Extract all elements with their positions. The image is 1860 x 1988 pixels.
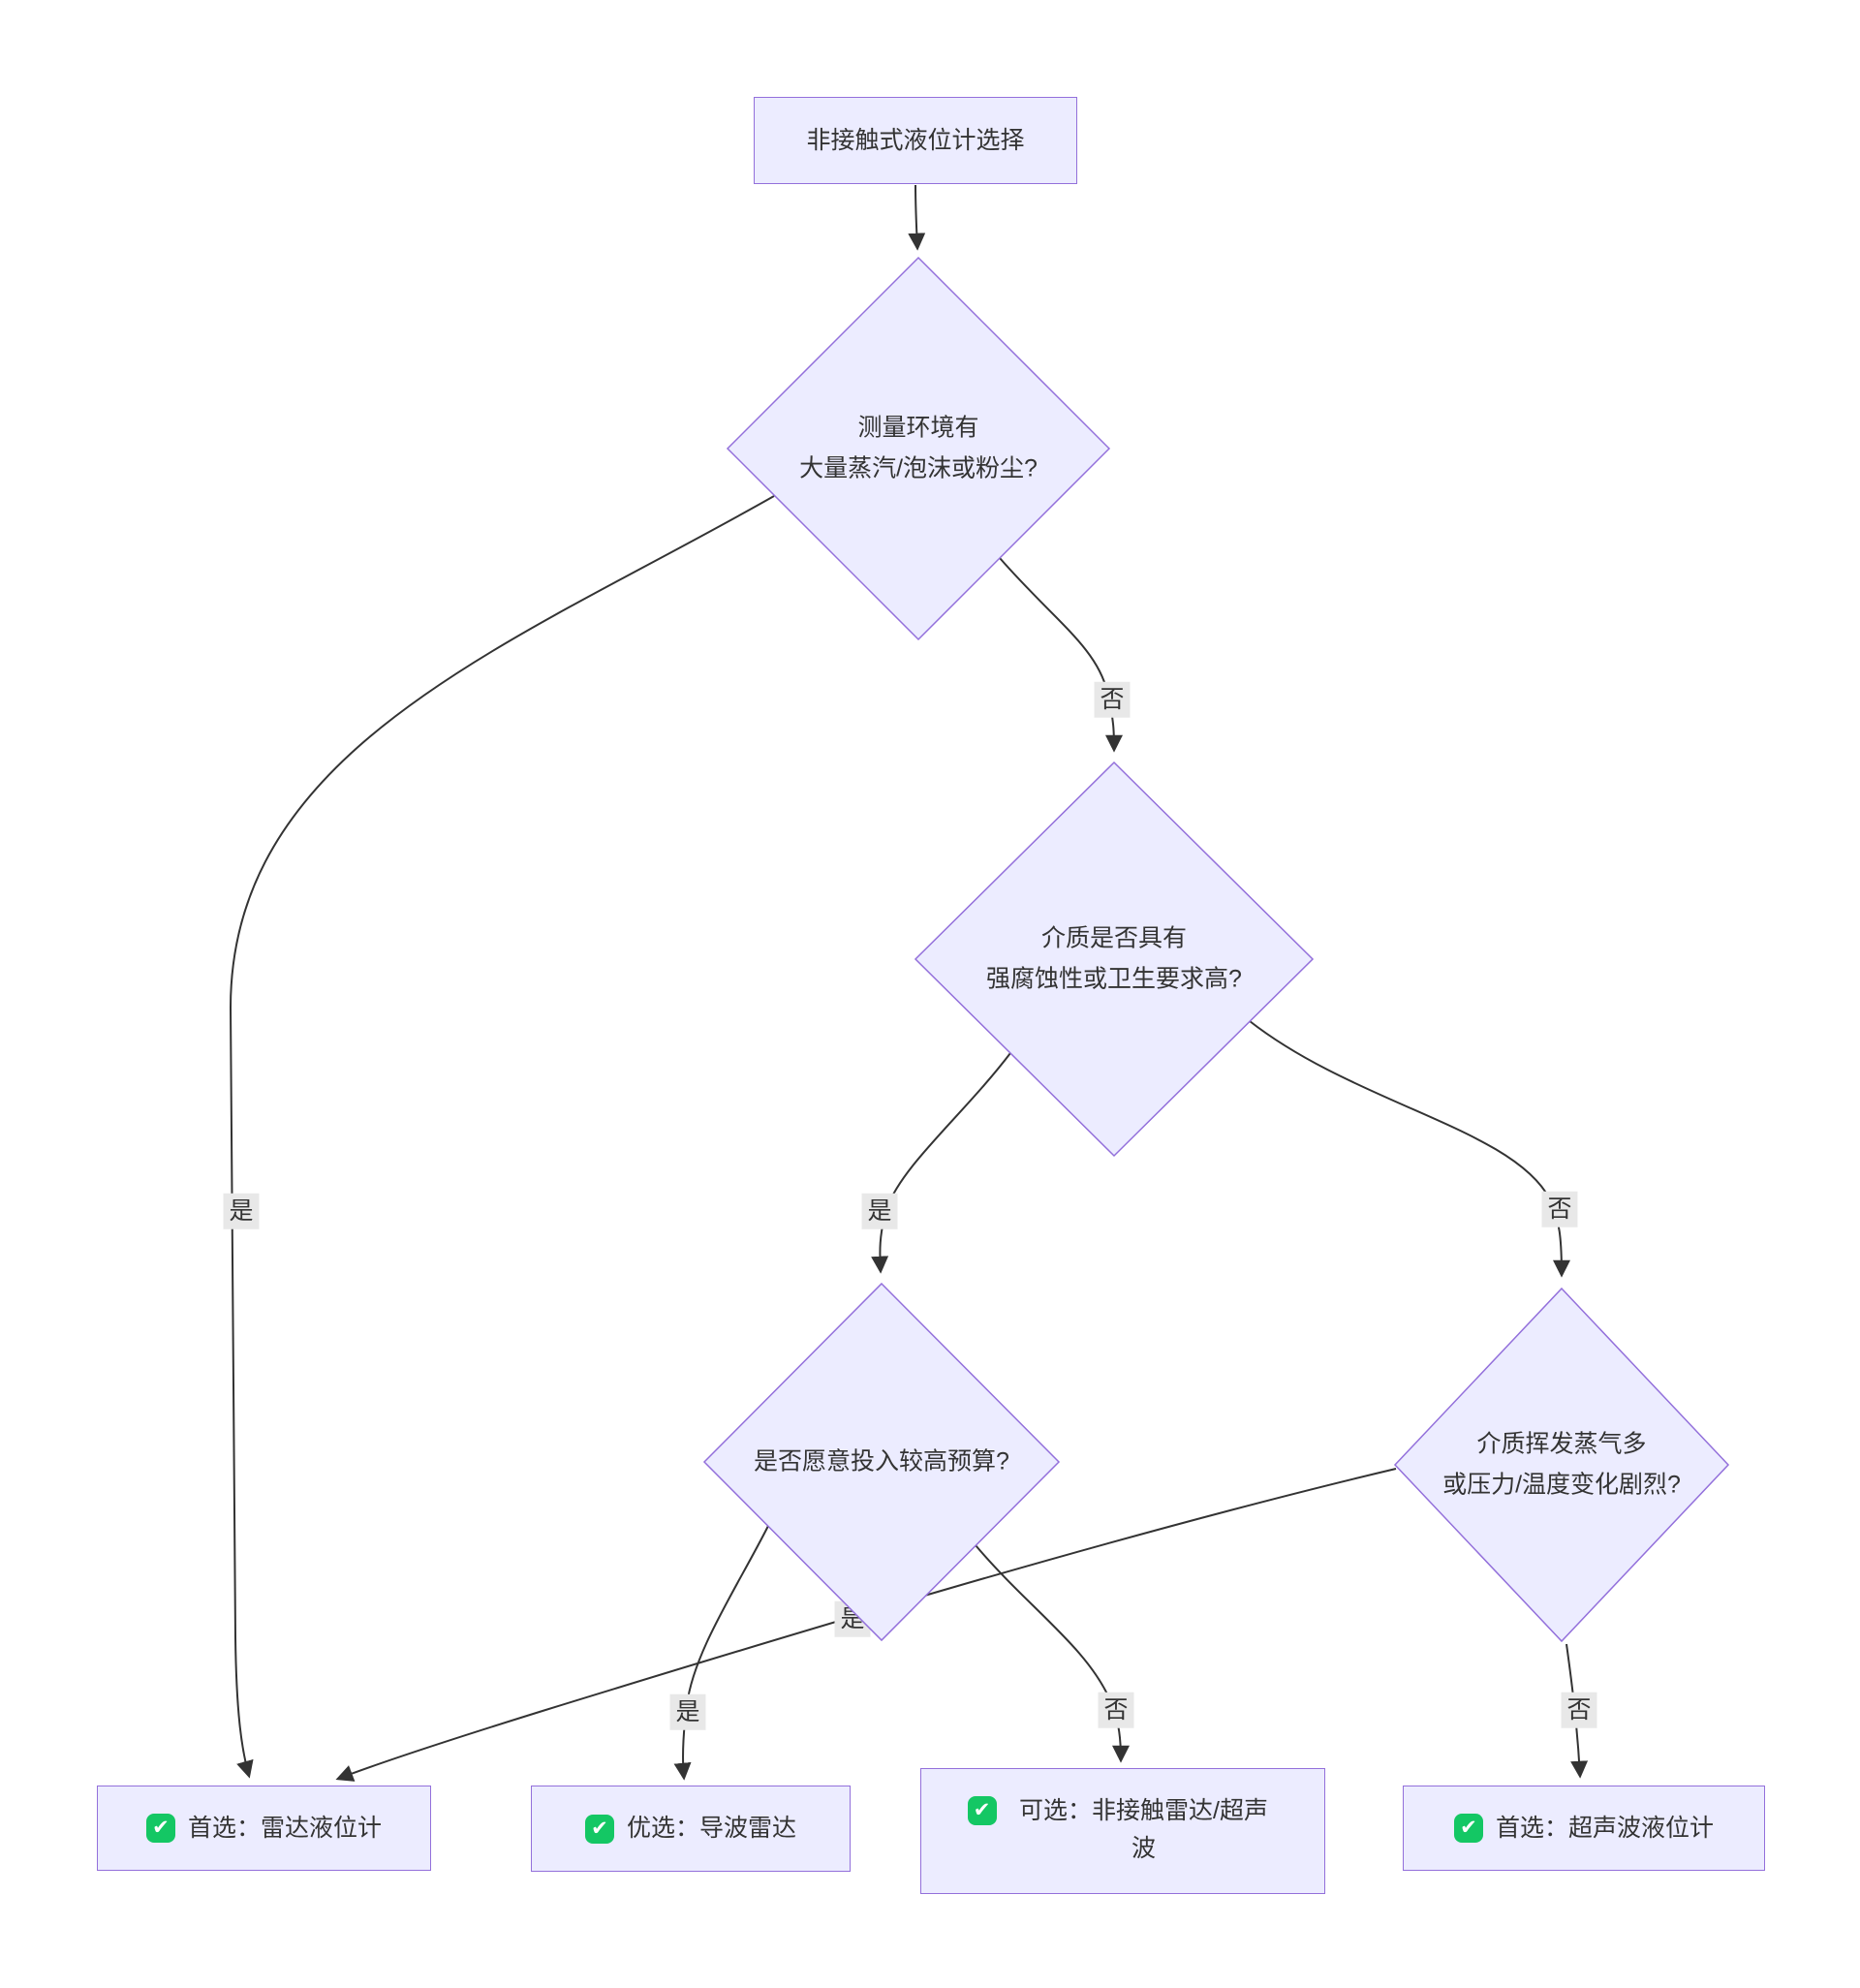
edge-label-volatile-no: 否: [1561, 1692, 1597, 1728]
decision-medium-line1: 介质是否具有: [1040, 924, 1187, 952]
edge-label-volatile-yes: 是: [834, 1600, 871, 1637]
check-icon: ✔: [967, 1796, 997, 1825]
decision-medium-line2: 强腐蚀性或卫生要求高?: [986, 965, 1242, 992]
decision-volatile-line1: 介质挥发蒸气多: [1476, 1430, 1647, 1458]
decision-budget-label: 是否愿意投入较高预算?: [668, 1442, 1095, 1482]
decision-env-line1: 测量环境有: [857, 414, 979, 442]
start-node-label: 非接触式液位计选择: [806, 126, 1025, 154]
result-ultrasonic-node: ✔ 首选：超声波液位计: [1403, 1786, 1765, 1871]
edge-budget-yes: [673, 1525, 769, 1781]
decision-volatile-label: 介质挥发蒸气多 或压力/温度变化剧烈?: [1348, 1425, 1775, 1506]
result-guided-node: ✔ 优选：导波雷达: [531, 1786, 851, 1872]
edge-label-budget-no: 否: [1098, 1692, 1134, 1728]
check-icon: ✔: [145, 1814, 175, 1843]
result-radar-label: 首选：雷达液位计: [187, 1814, 382, 1842]
edge-label-env-no: 否: [1094, 681, 1131, 718]
decision-budget-line1: 是否愿意投入较高预算?: [754, 1447, 1009, 1475]
decision-env-label: 测量环境有 大量蒸汽/泡沫或粉尘?: [705, 409, 1132, 489]
result-guided-label: 优选：导波雷达: [626, 1815, 796, 1842]
edge-label-env-yes: 是: [223, 1193, 260, 1229]
edge-budget-no: [975, 1544, 1130, 1763]
edge-medium-no: [1249, 1020, 1570, 1278]
edge-start-env: [908, 184, 926, 251]
check-icon: ✔: [1453, 1814, 1483, 1843]
edge-label-medium-no: 否: [1541, 1191, 1578, 1227]
check-icon: ✔: [584, 1814, 614, 1844]
start-node: 非接触式液位计选择: [754, 97, 1077, 184]
result-radar-node: ✔ 首选：雷达液位计: [97, 1786, 431, 1871]
decision-medium-label: 介质是否具有 强腐蚀性或卫生要求高?: [901, 919, 1327, 1000]
edge-env-yes: [229, 495, 775, 1779]
edge-medium-yes: [871, 1052, 1011, 1274]
edge-label-budget-yes: 是: [669, 1693, 706, 1730]
decision-env-line2: 大量蒸汽/泡沫或粉尘?: [799, 454, 1038, 481]
decision-volatile-line2: 或压力/温度变化剧烈?: [1442, 1471, 1681, 1498]
result-optional-node: ✔ 可选：非接触雷达/超声波: [920, 1768, 1325, 1894]
result-optional-label: 可选：非接触雷达/超声波: [1019, 1797, 1268, 1862]
edge-env-no: [999, 557, 1123, 753]
result-ultrasonic-label: 首选：超声波液位计: [1495, 1814, 1714, 1842]
edge-label-medium-yes: 是: [861, 1193, 898, 1229]
